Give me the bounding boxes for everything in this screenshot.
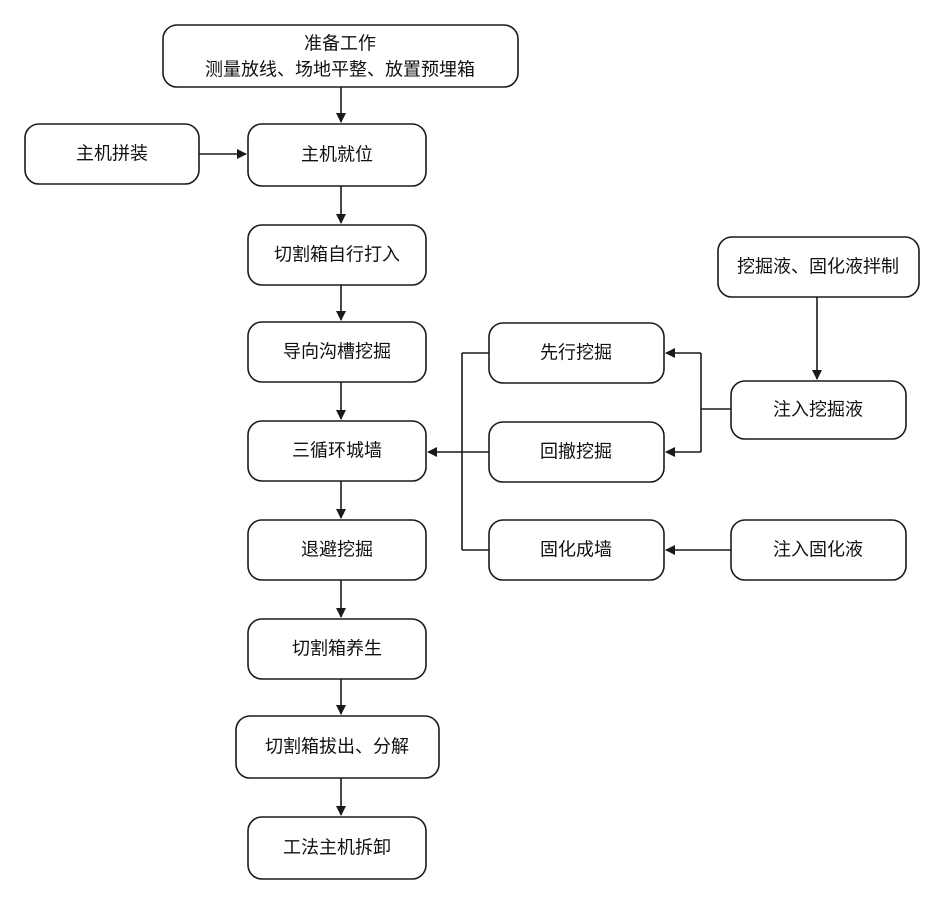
node-extract: 切割箱拔出、分解 [235, 715, 440, 779]
node-assemble: 主机拼装 [24, 123, 200, 185]
node-mix-label: 挖掘液、固化液拌制 [737, 257, 899, 278]
node-back-dig: 回撤挖掘 [488, 421, 665, 483]
node-dismantle-label: 工法主机拆卸 [283, 838, 391, 859]
node-trench: 导向沟槽挖掘 [247, 321, 427, 383]
node-mix: 挖掘液、固化液拌制 [717, 236, 920, 298]
node-inject-dig-label: 注入挖掘液 [773, 400, 863, 421]
node-wall-label: 三循环城墙 [292, 441, 382, 462]
node-wall: 三循环城墙 [247, 420, 427, 482]
node-first-dig-label: 先行挖掘 [540, 343, 612, 364]
node-prep-subtitle: 测量放线、场地平整、放置预埋箱 [205, 60, 475, 81]
node-selfdrive: 切割箱自行打入 [247, 224, 427, 286]
node-retreat-label: 退避挖掘 [301, 540, 373, 561]
node-dismantle: 工法主机拆卸 [247, 816, 427, 880]
node-first-dig: 先行挖掘 [488, 322, 665, 384]
node-inject-solid: 注入固化液 [730, 519, 907, 581]
node-back-dig-label: 回撤挖掘 [540, 442, 612, 463]
node-curebox-label: 切割箱养生 [292, 639, 382, 660]
node-position-label: 主机就位 [301, 145, 373, 166]
node-solidify-label: 固化成墙 [540, 540, 612, 561]
node-solidify: 固化成墙 [488, 519, 665, 581]
node-prep-title: 准备工作 [304, 34, 376, 55]
node-selfdrive-label: 切割箱自行打入 [274, 245, 400, 266]
node-position: 主机就位 [247, 123, 427, 187]
node-extract-label: 切割箱拔出、分解 [265, 737, 409, 758]
node-curebox: 切割箱养生 [247, 618, 427, 680]
node-inject-dig: 注入挖掘液 [730, 380, 907, 440]
node-prep: 准备工作 测量放线、场地平整、放置预埋箱 [162, 24, 519, 88]
node-trench-label: 导向沟槽挖掘 [283, 342, 391, 363]
node-retreat: 退避挖掘 [247, 519, 427, 581]
node-assemble-label: 主机拼装 [76, 144, 148, 165]
connectors [199, 87, 822, 816]
node-inject-solid-label: 注入固化液 [773, 540, 863, 561]
